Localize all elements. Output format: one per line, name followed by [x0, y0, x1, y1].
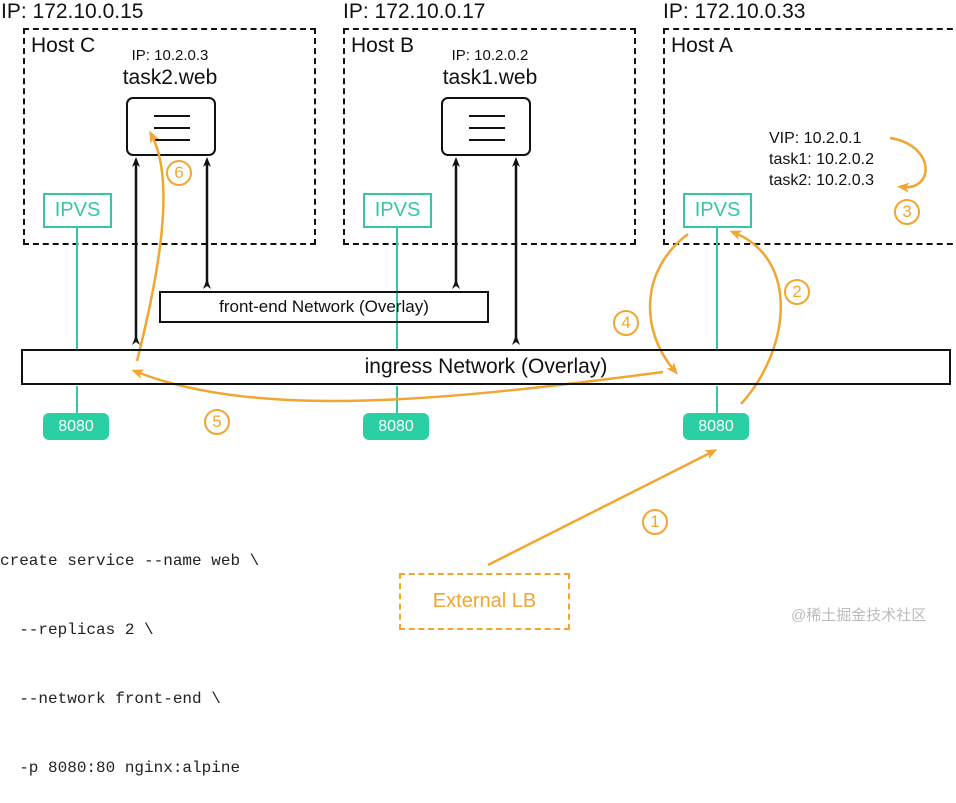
- host-a-box: Host A: [663, 28, 956, 245]
- port-badge-host-a[interactable]: 8080: [683, 413, 749, 440]
- host-a-name: Host A: [671, 34, 733, 57]
- host-c-name: Host C: [31, 34, 96, 57]
- container-line: [154, 115, 190, 117]
- host-b-ip-label: IP: 172.10.0.17: [343, 0, 486, 23]
- container-line: [469, 127, 505, 129]
- host-c-box: Host C: [23, 28, 316, 245]
- frontend-network[interactable]: front-end Network (Overlay): [159, 291, 489, 323]
- port-badge-host-c[interactable]: 8080: [43, 413, 109, 440]
- step-3-badge: 3: [894, 199, 920, 225]
- task2-container[interactable]: [126, 97, 216, 156]
- vip-entry: VIP: 10.2.0.1: [769, 130, 862, 147]
- watermark: @稀土掘金技术社区: [791, 607, 927, 624]
- task1-entry: task1: 10.2.0.2: [769, 151, 874, 168]
- task2-entry: task2: 10.2.0.3: [769, 172, 874, 189]
- step-1-badge: 1: [642, 509, 668, 535]
- container-line: [154, 127, 190, 129]
- step-2-badge: 2: [784, 279, 810, 305]
- ingress-network[interactable]: ingress Network (Overlay): [21, 349, 951, 385]
- flow-1-arrow: [487, 449, 718, 567]
- command-line: create service --name web \: [0, 552, 260, 570]
- step-4-badge: 4: [613, 310, 639, 336]
- ipvs-host-c[interactable]: IPVS: [43, 193, 112, 228]
- host-a-ip-label: IP: 172.10.0.33: [663, 0, 806, 23]
- task2-name: task2.web: [122, 66, 218, 89]
- host-b-name: Host B: [351, 34, 415, 57]
- container-line: [154, 139, 190, 141]
- task1-ip: IP: 10.2.0.2: [451, 47, 529, 64]
- task1-name: task1.web: [442, 66, 538, 89]
- host-c-ip-label: IP: 172.10.0.15: [1, 0, 144, 23]
- ipvs-host-a[interactable]: IPVS: [683, 193, 752, 228]
- step-6-badge: 6: [166, 160, 192, 186]
- vip-table: VIP: 10.2.0.1 task1: 10.2.0.2 task2: 10.…: [769, 128, 874, 191]
- host-b-box: Host B: [343, 28, 636, 245]
- external-lb[interactable]: External LB: [399, 573, 570, 630]
- container-line: [469, 115, 505, 117]
- task2-ip: IP: 10.2.0.3: [131, 47, 209, 64]
- task1-container[interactable]: [441, 97, 531, 156]
- command-line: -p 8080:80 nginx:alpine: [0, 759, 241, 777]
- ipvs-host-b[interactable]: IPVS: [363, 193, 432, 228]
- step-5-badge: 5: [204, 409, 230, 435]
- command-line: --network front-end \: [0, 690, 221, 708]
- create-service-command: create service --name web \ --replicas 2…: [0, 504, 259, 803]
- port-badge-host-b[interactable]: 8080: [363, 413, 429, 440]
- container-line: [469, 139, 505, 141]
